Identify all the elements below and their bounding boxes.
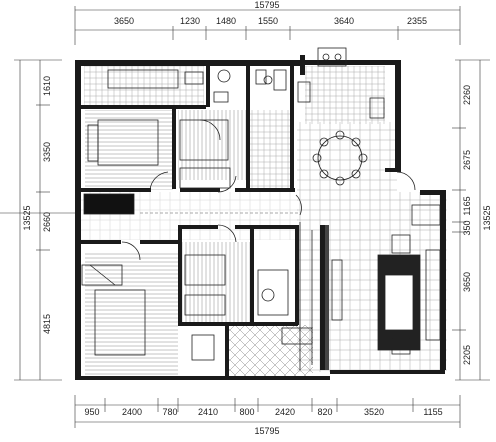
top-dim-1: 3650 xyxy=(114,16,134,26)
left-dim-1: 1610 xyxy=(42,76,52,96)
top-dim-5: 3640 xyxy=(334,16,354,26)
walls xyxy=(75,55,446,380)
bottom-dim-3: 780 xyxy=(162,407,177,417)
right-dim-1: 2260 xyxy=(462,85,472,105)
right-dim-6: 2205 xyxy=(462,345,472,365)
left-dim-4: 4815 xyxy=(42,314,52,334)
top-dim-6: 2355 xyxy=(407,16,427,26)
bottom-dim-9: 1155 xyxy=(423,407,442,417)
bottom-dim-2: 2400 xyxy=(122,407,142,417)
top-dim-4: 1550 xyxy=(258,16,278,26)
left-dim-3: 2660 xyxy=(42,212,52,232)
right-dimension-chain: 13525 2260 2675 1165 350 3650 2205 xyxy=(452,59,492,381)
total-height-right: 13525 xyxy=(482,205,492,230)
left-dim-2: 3350 xyxy=(42,142,52,162)
bottom-dim-4: 2410 xyxy=(198,407,218,417)
bottom-dim-5: 800 xyxy=(239,407,254,417)
furniture xyxy=(81,47,441,370)
bottom-dim-1: 950 xyxy=(84,407,99,417)
bottom-dimension-chain: 950 2400 780 2410 800 2420 820 3520 1155… xyxy=(74,395,461,436)
right-dim-4: 350 xyxy=(462,220,472,235)
bottom-dim-7: 820 xyxy=(317,407,332,417)
total-width-top: 15795 xyxy=(254,0,279,10)
total-height-left: 13525 xyxy=(22,205,32,230)
bottom-dim-6: 2420 xyxy=(275,407,295,417)
total-width-bottom: 15795 xyxy=(254,426,279,436)
right-dim-3: 1165 xyxy=(462,196,472,215)
bottom-dim-8: 3520 xyxy=(364,407,384,417)
top-dimension-chain: 15795 3650 1230 1480 1550 3640 2355 xyxy=(74,0,461,45)
right-dim-5: 3650 xyxy=(462,272,472,292)
left-dimension-chain: 13525 1610 3350 2660 4815 xyxy=(0,59,75,381)
top-dim-3: 1480 xyxy=(216,16,236,26)
right-dim-2: 2675 xyxy=(462,150,472,170)
top-dim-2: 1230 xyxy=(180,16,200,26)
